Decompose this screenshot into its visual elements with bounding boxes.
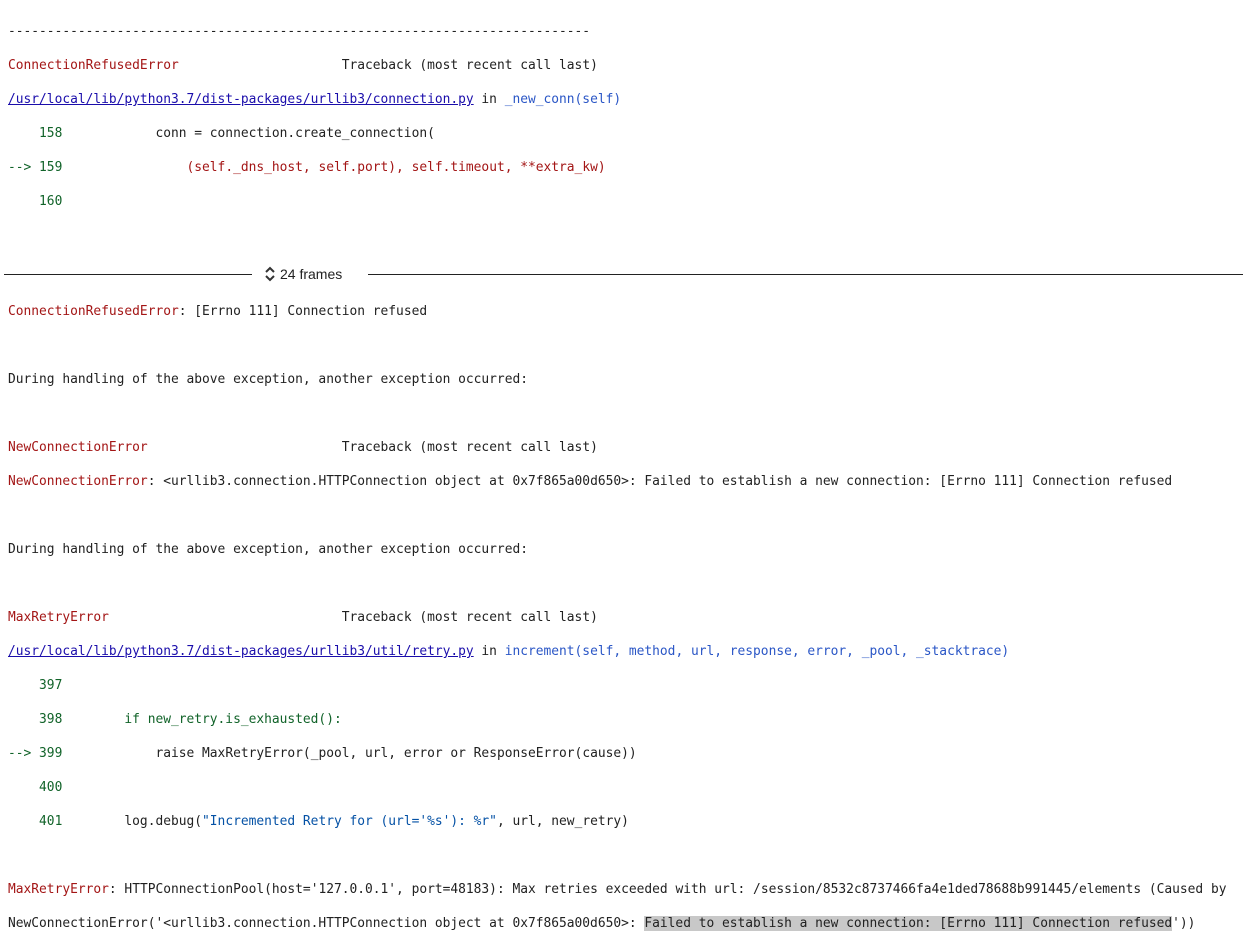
error-text: ')) bbox=[1172, 916, 1196, 931]
error-text: : HTTPConnectionPool(host='127.0.0.1', p… bbox=[108, 882, 1227, 897]
separator: ----------------------------------------… bbox=[8, 24, 591, 39]
code: log.debug( bbox=[62, 814, 203, 829]
code-line: 160 bbox=[8, 193, 1243, 210]
error-name: ConnectionRefusedError bbox=[8, 58, 179, 73]
collapsed-frames: 24 frames bbox=[4, 262, 1243, 286]
code-line-current: --> 159 (self._dns_host, self.port), sel… bbox=[8, 159, 1243, 176]
error-message: NewConnectionError: <urllib3.connection.… bbox=[8, 473, 1243, 490]
file-link[interactable]: /usr/local/lib/python3.7/dist-packages/u… bbox=[8, 644, 474, 659]
code-line: 158 conn = connection.create_connection( bbox=[8, 125, 1243, 142]
frame-location: /usr/local/lib/python3.7/dist-packages/u… bbox=[8, 91, 1243, 108]
arrow-marker: --> bbox=[8, 160, 40, 175]
divider bbox=[368, 274, 1243, 275]
traceback-label: Traceback (most recent call last) bbox=[341, 610, 598, 625]
line-number: 401 bbox=[8, 814, 63, 829]
error-text: : [Errno 111] Connection refused bbox=[178, 304, 428, 319]
code-line: 398 if new_retry.is_exhausted(): bbox=[8, 711, 1243, 728]
frames-label: 24 frames bbox=[280, 265, 343, 282]
during-handling-text: During handling of the above exception, … bbox=[8, 542, 528, 557]
line-number: 160 bbox=[8, 194, 63, 209]
error-text: NewConnectionError('<urllib3.connection.… bbox=[8, 916, 645, 931]
traceback-header: NewConnectionError Traceback (most recen… bbox=[8, 439, 1243, 456]
error-name: MaxRetryError bbox=[8, 610, 109, 625]
code-line: 400 bbox=[8, 779, 1243, 796]
in-keyword: in bbox=[473, 92, 505, 107]
traceback-header: ConnectionRefusedError Traceback (most r… bbox=[8, 57, 1243, 74]
function-name: _new_conn(self) bbox=[504, 92, 622, 107]
error-name: MaxRetryError bbox=[8, 882, 109, 897]
code: (self._dns_host, self.port), self.timeou… bbox=[62, 160, 606, 175]
traceback-header: MaxRetryError Traceback (most recent cal… bbox=[8, 609, 1243, 626]
error-name: ConnectionRefusedError bbox=[8, 304, 179, 319]
unfold-icon bbox=[265, 266, 275, 282]
divider bbox=[4, 274, 252, 275]
line-number: 398 bbox=[8, 712, 63, 727]
error-text: : <urllib3.connection.HTTPConnection obj… bbox=[147, 474, 1173, 489]
code-line: 401 log.debug("Incremented Retry for (ur… bbox=[8, 813, 1243, 830]
traceback-label: Traceback (most recent call last) bbox=[341, 440, 598, 455]
code-string: "Incremented Retry for (url='%s'): %r" bbox=[202, 814, 497, 829]
error-name: NewConnectionError bbox=[8, 474, 148, 489]
file-link[interactable]: /usr/local/lib/python3.7/dist-packages/u… bbox=[8, 92, 474, 107]
code: conn = connection.create_connection( bbox=[62, 126, 435, 141]
code-line: 397 bbox=[8, 677, 1243, 694]
error-name: NewConnectionError bbox=[8, 440, 148, 455]
traceback-output: ----------------------------------------… bbox=[4, 6, 1243, 949]
line-number: 400 bbox=[8, 780, 63, 795]
line-number: 158 bbox=[8, 126, 63, 141]
arrow-marker: --> bbox=[8, 746, 40, 761]
code: raise MaxRetryError(_pool, url, error or… bbox=[62, 746, 637, 761]
code: if new_retry.is_exhausted(): bbox=[62, 712, 342, 727]
code-line-current: --> 399 raise MaxRetryError(_pool, url, … bbox=[8, 745, 1243, 762]
line-number: 399 bbox=[39, 746, 63, 761]
highlighted-text[interactable]: Failed to establish a new connection: [E… bbox=[644, 916, 1173, 931]
error-message: ConnectionRefusedError: [Errno 111] Conn… bbox=[8, 303, 1243, 320]
line-number: 397 bbox=[8, 678, 63, 693]
in-keyword: in bbox=[473, 644, 505, 659]
traceback-label: Traceback (most recent call last) bbox=[341, 58, 598, 73]
final-error-message: MaxRetryError: HTTPConnectionPool(host='… bbox=[8, 881, 1243, 898]
final-error-message-cont: NewConnectionError('<urllib3.connection.… bbox=[8, 915, 1243, 932]
during-handling-text: During handling of the above exception, … bbox=[8, 372, 528, 387]
function-name: increment(self, method, url, response, e… bbox=[504, 644, 1010, 659]
line-number: 159 bbox=[39, 160, 63, 175]
code: , url, new_retry) bbox=[496, 814, 629, 829]
frame-location: /usr/local/lib/python3.7/dist-packages/u… bbox=[8, 643, 1243, 660]
expand-frames-button[interactable]: 24 frames bbox=[264, 264, 342, 284]
